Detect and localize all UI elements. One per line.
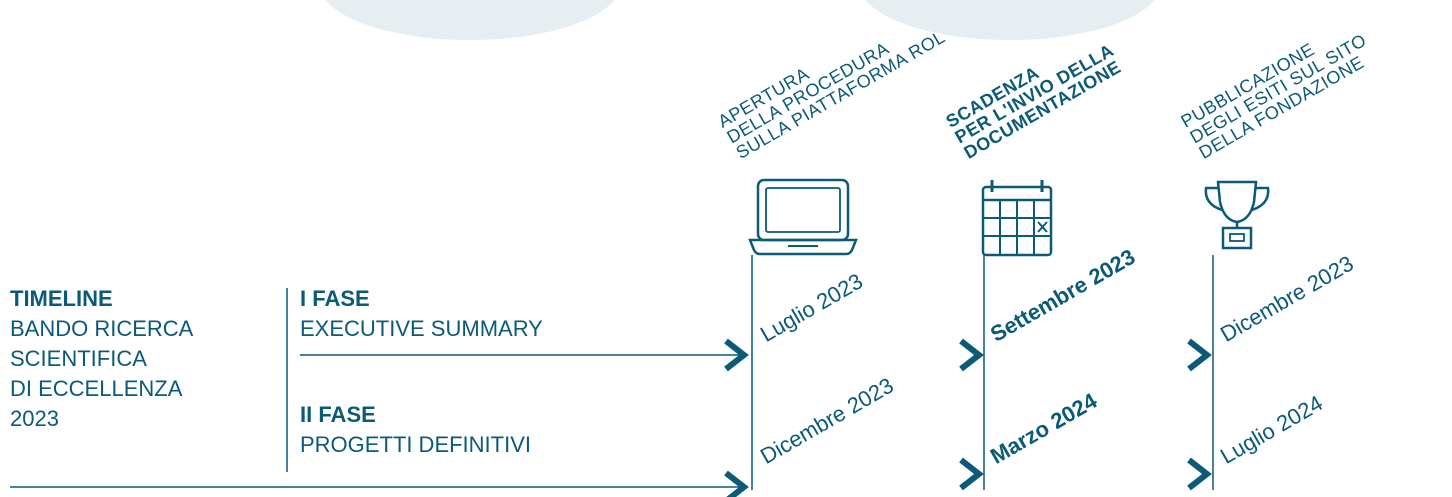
subtitle-line-3: DI ECCELLENZA	[10, 376, 183, 401]
phase-2-subtitle: PROGETTI DEFINITIVI	[300, 432, 532, 457]
timeline-title: TIMELINE	[10, 286, 113, 311]
timeline-title-block: TIMELINE BANDO RICERCA SCIENTIFICA DI EC…	[10, 284, 193, 434]
laptop-icon	[748, 178, 858, 256]
arrow-phase2-col2	[959, 457, 984, 491]
phase-2-title: II FASE	[300, 402, 376, 427]
arrow-phase1-col3	[1187, 338, 1212, 372]
subtitle-line-4: 2023	[10, 406, 59, 431]
phase-1-title: I FASE	[300, 286, 370, 311]
trophy-icon	[1204, 180, 1270, 250]
arrow-phase1-col2	[959, 338, 984, 372]
arrow-phase2-col1	[724, 470, 749, 497]
arrow-phase2-col3	[1187, 457, 1212, 491]
phase-2-block: II FASE PROGETTI DEFINITIVI	[300, 400, 531, 460]
calendar-icon	[981, 180, 1053, 257]
subtitle-line-2: SCIENTIFICA	[10, 346, 147, 371]
phase-1-block: I FASE EXECUTIVE SUMMARY	[300, 284, 543, 344]
phase-1-subtitle: EXECUTIVE SUMMARY	[300, 316, 543, 341]
arrow-phase1-col1	[724, 338, 749, 372]
subtitle-line-1: BANDO RICERCA	[10, 316, 194, 341]
